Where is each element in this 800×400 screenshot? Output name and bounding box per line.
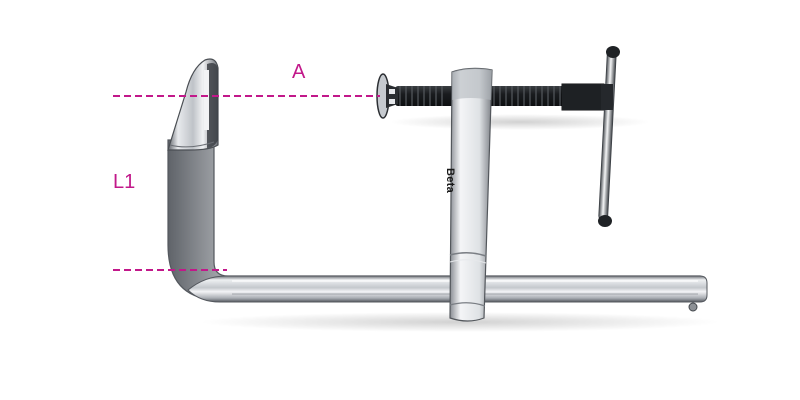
dimension-label-a: A — [292, 61, 306, 83]
brand-marking: Beta — [444, 168, 456, 194]
dimension-label-l1: L1 — [113, 171, 136, 193]
